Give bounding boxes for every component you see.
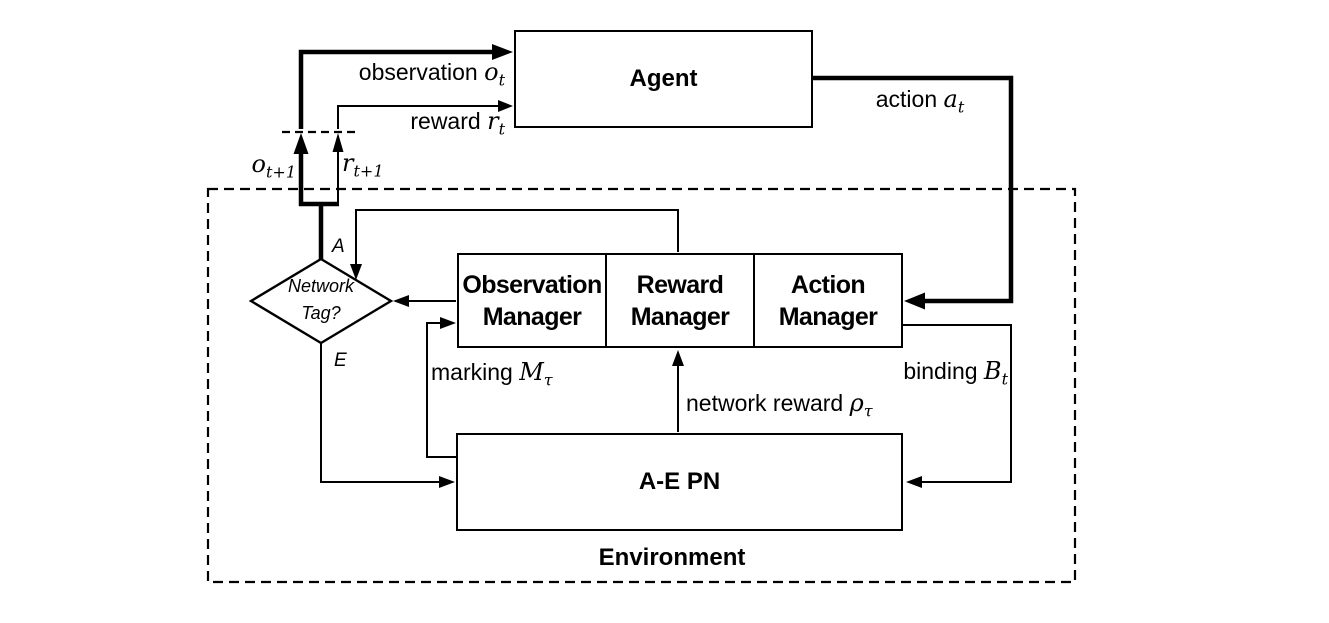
edge-label-network-reward: network reward ρτ — [686, 389, 873, 419]
network-tag-label: Network Tag? — [251, 273, 391, 327]
edge-label-observation-text: observation — [358, 59, 485, 85]
arrowhead-obsmgr-diamond — [393, 295, 409, 307]
edge-binding — [902, 324, 1012, 488]
edge-reward-loop-line — [355, 209, 679, 265]
edge-label-reward-math: r — [487, 107, 499, 135]
edge-label-marking-text: marking — [431, 359, 520, 385]
edge-label-binding: binding Bt — [830, 357, 1008, 387]
edge-label-binding-sub: t — [1001, 369, 1008, 389]
edge-binding-line — [902, 324, 1012, 483]
edge-label-reward-text: reward — [410, 108, 488, 134]
arrowhead-observation-agent — [492, 44, 513, 60]
arrowhead-binding-aepn — [906, 476, 922, 488]
managers-row: Observation Manager Reward Manager Actio… — [457, 253, 903, 348]
agent-box-label: Agent — [629, 65, 698, 92]
branch-e-label: E — [334, 350, 347, 371]
edge-label-action: action at — [820, 85, 1020, 115]
edge-label-observation-math: o — [484, 58, 499, 86]
edge-label-reward-next-sub: t+1 — [353, 161, 384, 181]
observation-manager-label-line2: Manager — [482, 302, 582, 331]
environment-dashed-border — [206, 187, 1077, 584]
network-tag-label-line1: Network — [287, 276, 354, 296]
arrowhead-e-branch-aepn — [439, 476, 455, 488]
action-manager-label-line1: Action — [790, 270, 866, 299]
edge-label-network-reward-text: network reward — [686, 390, 850, 416]
network-tag-label-line2: Tag? — [301, 303, 341, 323]
arrowhead-reward-agent — [498, 100, 513, 112]
edge-label-network-reward-sub: τ — [863, 401, 873, 421]
edge-label-marking-math: M — [519, 358, 544, 386]
edge-label-action-text: action — [875, 86, 944, 112]
edge-label-reward-sub: t — [498, 119, 505, 139]
arrowhead-marking-obsmgr — [440, 317, 456, 329]
edge-label-action-sub: t — [957, 97, 965, 117]
edge-e-branch — [320, 342, 455, 488]
action-manager-label-line2: Manager — [778, 302, 878, 331]
edge-observation-upper — [298, 49, 493, 129]
edge-reward — [332, 100, 513, 203]
edge-label-marking: marking Mτ — [431, 358, 553, 388]
edge-e-branch-line — [320, 342, 440, 483]
edge-label-obs-next-sub: t+1 — [265, 162, 296, 182]
edge-label-reward-next: rt+1 — [342, 149, 384, 179]
edge-label-reward-next-math: r — [342, 149, 354, 177]
edge-label-marking-sub: τ — [543, 370, 553, 390]
arrowhead-reward-boundary — [332, 133, 344, 152]
arrowhead-network-reward — [672, 350, 684, 366]
observation-manager-label-line1: Observation — [462, 270, 602, 299]
edge-label-action-math: a — [943, 85, 958, 113]
edge-marking-line — [426, 322, 457, 458]
edge-reward-upper — [337, 105, 499, 129]
edge-reward-to-diamond — [350, 209, 679, 280]
edge-action-line — [813, 75, 1014, 304]
managers-cells: Observation Manager Reward Manager Actio… — [459, 255, 901, 346]
edge-label-obs-next-math: o — [251, 150, 266, 178]
edge-label-network-reward-math: ρ — [849, 389, 864, 417]
edge-network-reward — [672, 350, 684, 432]
ae-pn-box: A-E PN — [456, 433, 903, 531]
environment-label: Environment — [598, 544, 746, 571]
observation-manager-box: Observation Manager — [459, 255, 605, 346]
edge-label-binding-math: B — [983, 357, 1002, 385]
arrowhead-loop-diamond — [350, 264, 362, 280]
edge-obsmgr-to-diamond — [393, 295, 456, 307]
reward-manager-label-line2: Manager — [630, 302, 730, 331]
edge-label-observation: observation ot — [276, 58, 505, 88]
reward-manager-box: Reward Manager — [605, 255, 753, 346]
edge-label-obs-next: ot+1 — [196, 150, 296, 180]
branch-a-label: A — [332, 236, 345, 257]
edge-label-reward: reward rt — [326, 107, 505, 137]
agent-box: Agent — [514, 30, 813, 128]
edge-marking — [426, 317, 457, 458]
edge-label-binding-text: binding — [903, 358, 984, 384]
arrowhead-observation-boundary — [293, 133, 309, 154]
arrowhead-action-manager — [904, 292, 925, 310]
action-manager-box: Action Manager — [753, 255, 901, 346]
ae-pn-box-label: A-E PN — [638, 468, 721, 495]
reward-manager-label-line1: Reward — [636, 270, 724, 299]
edge-action — [813, 75, 1014, 310]
edge-observation — [293, 44, 513, 260]
edge-label-observation-sub: t — [498, 70, 505, 90]
